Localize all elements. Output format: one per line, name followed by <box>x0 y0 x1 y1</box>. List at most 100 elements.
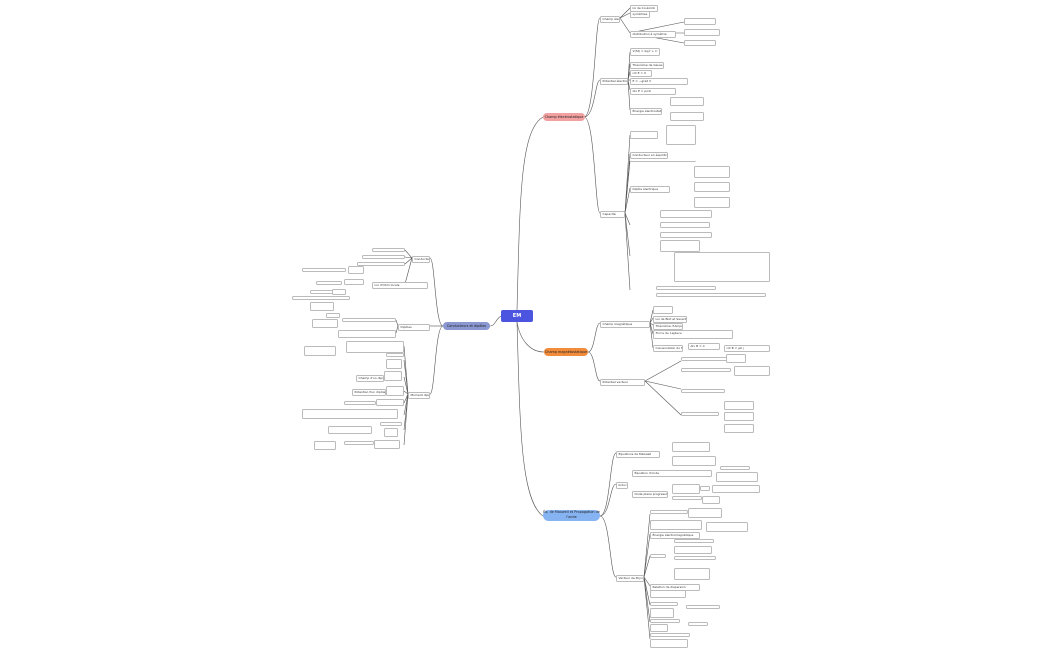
node-formula-c <box>684 40 716 46</box>
node-moment-dipolaire[interactable]: Moment dipolaire <box>408 392 430 400</box>
node-max-formula-f <box>650 608 674 618</box>
node-poynting[interactable]: Vecteur de Poynting <box>616 575 644 583</box>
node-onde-formula <box>716 472 758 482</box>
node-cd-formula-h <box>304 346 336 356</box>
branch-electrostatique[interactable]: Champ électrostatique <box>543 113 585 121</box>
node-champ-magnetique[interactable]: Champ magnétique <box>600 321 650 329</box>
node-dip-formula-b <box>694 182 730 192</box>
node-cd-e <box>316 281 342 285</box>
node-max-sub-d <box>650 619 680 623</box>
node-cd-formula-n <box>314 441 336 450</box>
node-cd-d <box>302 268 346 272</box>
node-cd-j <box>338 330 396 338</box>
node-max-sub-b2 <box>674 546 712 554</box>
node-mx-formula-b <box>672 456 716 466</box>
node-capacite[interactable]: Capacité <box>600 211 625 219</box>
node-dip-text-block <box>674 252 770 282</box>
node-opp-formula-b <box>700 486 710 491</box>
node-cd-formula-k <box>376 399 404 406</box>
node-energie[interactable]: Énergie électrostatique <box>630 108 662 116</box>
node-mag-sub-c <box>681 383 731 385</box>
node-max-sub-c2 <box>686 605 720 609</box>
node-dipole-electrique[interactable]: Dipôle électrique <box>630 186 670 194</box>
node-max-sub-b3 <box>674 556 716 560</box>
node-cd-c <box>357 262 405 266</box>
node-cd-h <box>292 296 350 300</box>
node-cd-r <box>344 441 374 445</box>
node-symetries[interactable]: symétries <box>630 11 650 19</box>
node-cd-formula-d <box>310 302 334 311</box>
node-max-a <box>650 510 688 514</box>
node-potentiel-vecteur[interactable]: Potentiel vecteur <box>600 379 645 387</box>
node-biot-formula <box>653 306 673 314</box>
node-onde-plane[interactable]: Onde plane progressive <box>632 491 668 499</box>
root-node[interactable]: EM <box>501 310 533 322</box>
node-champ-electrique[interactable]: Champ électrique <box>600 16 620 24</box>
node-mag-sub-b <box>681 368 731 372</box>
node-cd-n <box>278 410 302 412</box>
node-dipoles[interactable]: Dipôles <box>398 324 430 332</box>
node-formula-a <box>684 18 716 25</box>
node-onde-sub <box>720 466 750 470</box>
node-conducteurs[interactable]: Conducteurs <box>412 256 430 264</box>
node-grad-v[interactable]: E = −grad V <box>630 78 688 86</box>
node-potentiel[interactable]: Potentiel électrique <box>600 78 628 86</box>
node-max-sub-b <box>650 554 666 558</box>
node-equation-onde[interactable]: Équation d'onde <box>632 470 712 478</box>
node-opp-sub <box>672 496 702 500</box>
node-energie-em[interactable]: Énergie électromagnétique <box>650 532 700 540</box>
node-cd-b <box>362 255 405 259</box>
node-max-sub-b1 <box>674 539 714 543</box>
node-div-b: div B = 0 <box>688 343 720 350</box>
node-text-line-1 <box>630 159 696 162</box>
node-cd-formula-f <box>312 319 338 328</box>
node-loi-ohm[interactable]: Loi d'Ohm locale <box>372 282 428 290</box>
node-div-e[interactable]: div E = ρ/ε0 <box>630 88 676 96</box>
node-potentiel-dipole[interactable]: Potentiel d'un dipôle <box>352 389 386 397</box>
node-dip-sub-b <box>660 222 710 228</box>
node-cd-o <box>302 409 398 419</box>
node-opp-formula-c <box>702 496 720 504</box>
node-energie-formula-b <box>670 112 704 121</box>
node-dip-last-a <box>656 286 716 290</box>
node-force-laplace[interactable]: Force de Laplace <box>653 330 733 339</box>
node-dip-formula-c <box>694 197 730 208</box>
node-cd-a <box>372 248 405 252</box>
node-cd-p <box>380 422 402 426</box>
node-cap-formula-b <box>666 125 696 145</box>
node-mag-formula-d <box>724 412 754 421</box>
node-rot-e[interactable]: rot E = 0 <box>630 70 652 78</box>
node-conservation-flux[interactable]: Conservation du flux <box>653 345 683 353</box>
node-conducteur-equilibre[interactable]: Conducteur en équilibre <box>630 152 668 160</box>
node-cd-k <box>346 341 404 353</box>
branch-maxwell[interactable]: Éq. de Maxwell et Propagation de l'onde <box>543 510 600 521</box>
node-rot-b[interactable]: rot B = μ0 j <box>724 345 770 353</box>
node-mag-sub-d <box>681 389 725 393</box>
branch-conducteurs[interactable]: Conducteurs et dipôles <box>443 322 490 330</box>
node-mx-formula-a <box>672 442 710 452</box>
node-cd-formula-c <box>332 289 346 295</box>
node-max-formula-b <box>650 520 702 530</box>
node-cd-formula-b <box>344 279 364 285</box>
node-dip-formula-d <box>660 240 700 252</box>
node-dip-sub-c <box>660 232 712 238</box>
node-induction[interactable]: Induction <box>616 482 628 490</box>
node-equations-maxwell[interactable]: Équations de Maxwell <box>616 451 660 459</box>
node-cd-formula-m <box>374 440 400 449</box>
node-cd-i <box>342 318 396 322</box>
node-max-sub-e <box>650 633 690 637</box>
node-cd-formula-l <box>384 428 398 437</box>
node-cd-m <box>344 401 376 405</box>
node-biot-savart[interactable]: Loi de Biot et Savart <box>653 316 687 324</box>
node-energie-formula-a <box>670 97 704 106</box>
branch-magnetostatique[interactable]: Champ magnétostatique <box>544 348 588 356</box>
node-distribution-symetrie[interactable]: distribution à symétrie <box>630 31 676 39</box>
node-champ-dipole[interactable]: Champ d'un dipôle <box>356 375 384 383</box>
node-mag-formula-b <box>734 366 770 376</box>
node-ampere[interactable]: Théorème d'Ampère <box>653 323 683 331</box>
node-gauss[interactable]: Théorème de Gauss <box>630 62 664 70</box>
node-formula-b <box>684 29 720 36</box>
node-cd-formula-g <box>386 359 402 369</box>
